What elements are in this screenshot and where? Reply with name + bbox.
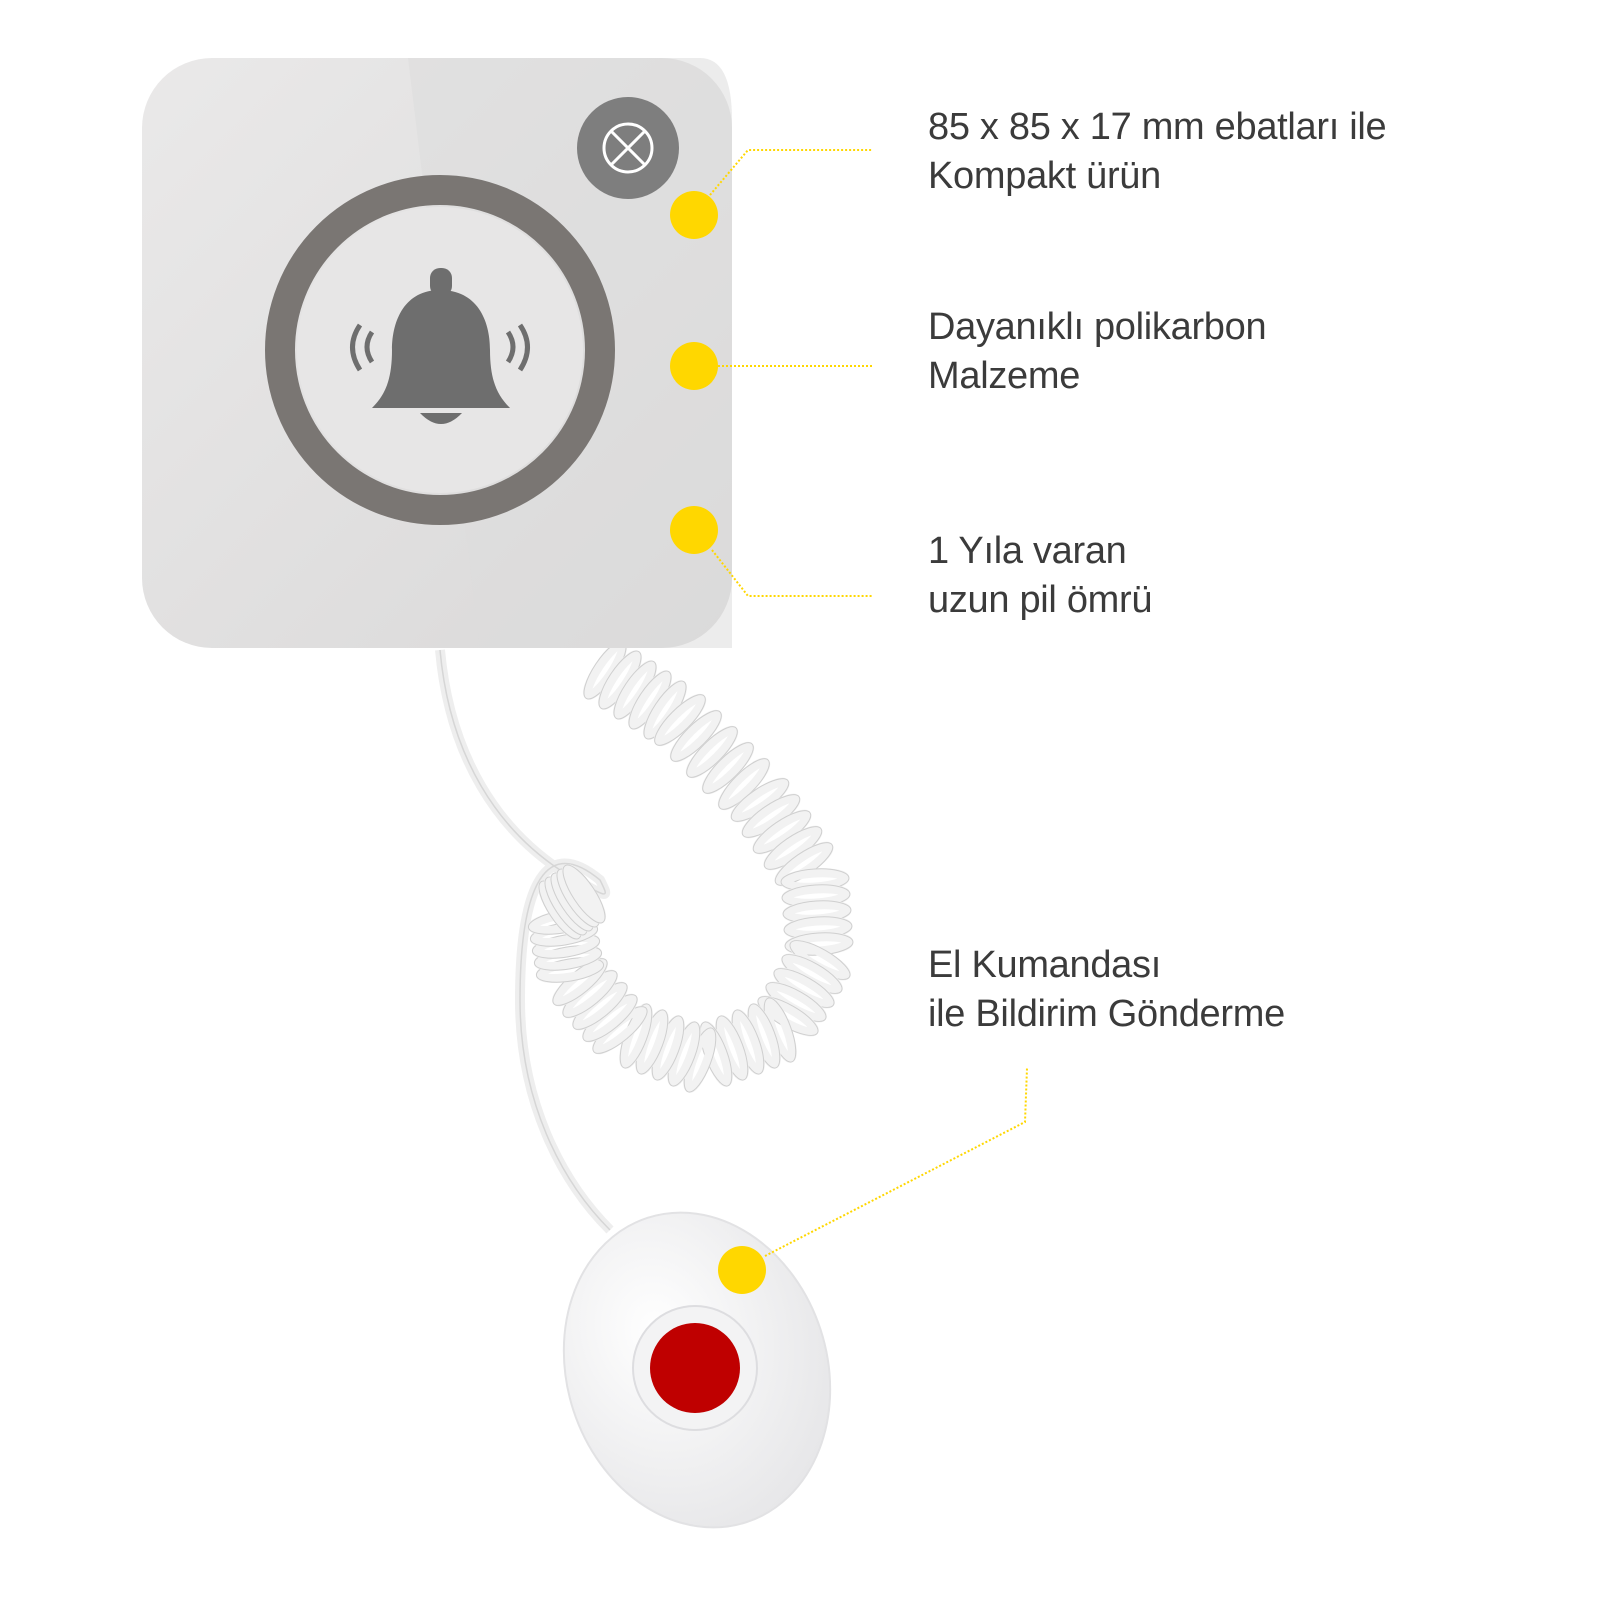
coil-loop (741, 793, 801, 839)
callout-dots (670, 191, 766, 1294)
feature-remote: El Kumandası ile Bildirim Gönderme (928, 941, 1285, 1039)
feature-line: 85 x 85 x 17 mm ebatları ile (928, 106, 1387, 148)
remote-pendant (562, 1211, 832, 1529)
coil-loop-edge (531, 933, 601, 959)
feature-line: El Kumandası (928, 944, 1161, 986)
coil-loop-edge (686, 726, 738, 778)
cancel-x-icon[interactable] (577, 97, 679, 199)
coil-loop (685, 725, 739, 779)
coil-loop (669, 709, 723, 763)
coil-loop-edge (533, 945, 603, 971)
callout-dot (670, 342, 718, 390)
coil-loop (763, 825, 823, 871)
feature-line: 1 Yıla varan (928, 530, 1127, 572)
coil-loop (555, 868, 601, 928)
callout-lines (709, 149, 1028, 1257)
coil-loop-edge (654, 694, 706, 746)
callout-dot (670, 191, 718, 239)
coil-loop (561, 864, 607, 924)
coil-loop (653, 693, 707, 747)
callout-dot (718, 1246, 766, 1294)
feature-size: 85 x 85 x 17 mm ebatları ile Kompakt ürü… (928, 103, 1387, 201)
alarm-button[interactable] (650, 1323, 740, 1413)
coil-loop-edge (670, 710, 722, 762)
bell-icon (350, 268, 530, 424)
coil-loop-edge (562, 864, 606, 924)
coil-loop-edge (702, 742, 754, 794)
feature-battery: 1 Yıla varan uzun pil ömrü (928, 527, 1153, 625)
coil-loop (752, 809, 812, 855)
callout-dot (670, 506, 718, 554)
coiled-cord (527, 640, 854, 1093)
feature-material: Dayanıklı polikarbon Malzeme (928, 303, 1267, 401)
button-ring (265, 175, 615, 525)
call-device (142, 58, 732, 648)
feature-line: Dayanıklı polikarbon (928, 306, 1267, 348)
coil-loop-edge (535, 957, 605, 983)
feature-line: uzun pil ömrü (928, 579, 1153, 621)
feature-line: Kompakt ürün (928, 155, 1161, 197)
coil-loop (701, 741, 755, 795)
coil-loop (717, 757, 771, 811)
feature-line: Malzeme (928, 355, 1081, 397)
feature-line: ile Bildirim Gönderme (928, 993, 1285, 1035)
coil-loop (730, 777, 790, 823)
